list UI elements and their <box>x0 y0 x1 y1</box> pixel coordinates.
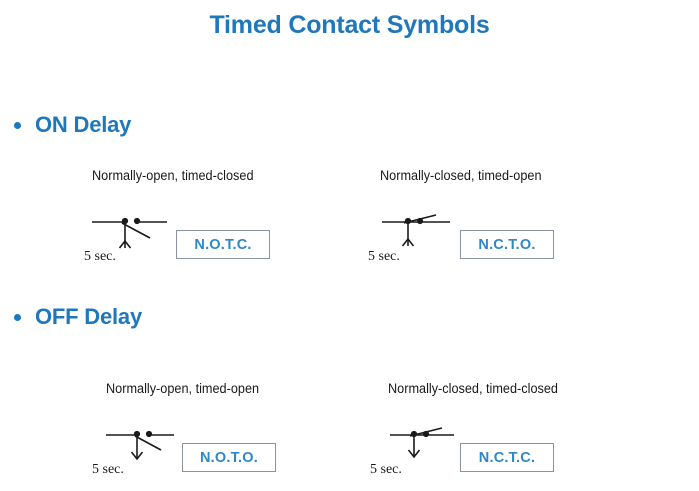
bullet-point-icon <box>14 121 21 129</box>
figure-caption: Normally-open, timed-open <box>106 381 260 396</box>
symbol-area: 5 sec. N.O.T.C. <box>84 208 392 268</box>
timed-contact-symbol-nctc <box>390 427 454 459</box>
figure-caption: Normally-open, timed-closed <box>92 168 254 183</box>
symbol-area: 5 sec. N.C.T.O. <box>368 208 680 268</box>
abbreviation-label: N.C.T.O. <box>478 236 536 253</box>
section-heading-off-delay: OFF Delay <box>14 304 142 330</box>
symbol-area: 5 sec. N.O.T.O. <box>92 421 406 481</box>
timed-contact-symbol-notc <box>92 217 167 249</box>
page-title: Timed Contact Symbols <box>209 11 490 39</box>
time-delay-label: 5 sec. <box>92 462 124 477</box>
section-heading-label: ON Delay <box>35 112 132 137</box>
time-delay-label: 5 sec. <box>370 462 402 477</box>
abbreviation-box: N.C.T.C. <box>460 443 554 472</box>
abbreviation-label: N.O.T.C. <box>194 236 252 253</box>
abbreviation-label: N.O.T.O. <box>200 449 258 466</box>
figure-caption: Normally-closed, timed-open <box>380 168 542 183</box>
abbreviation-label: N.C.T.C. <box>478 449 536 466</box>
bullet-point-icon <box>14 313 21 321</box>
timed-contact-symbol-ncto <box>382 214 450 247</box>
section-heading-label: OFF Delay <box>35 304 143 329</box>
time-delay-label: 5 sec. <box>84 249 116 264</box>
time-delay-label: 5 sec. <box>368 249 400 264</box>
abbreviation-box: N.O.T.O. <box>182 443 276 472</box>
figure-caption: Normally-closed, timed-closed <box>388 381 558 396</box>
abbreviation-box: N.C.T.O. <box>460 230 554 259</box>
section-heading-on-delay: ON Delay <box>14 112 131 138</box>
symbol-area: 5 sec. N.C.T.C. <box>370 421 688 481</box>
abbreviation-box: N.O.T.C. <box>176 230 270 259</box>
timed-contact-symbol-noto <box>106 430 174 461</box>
